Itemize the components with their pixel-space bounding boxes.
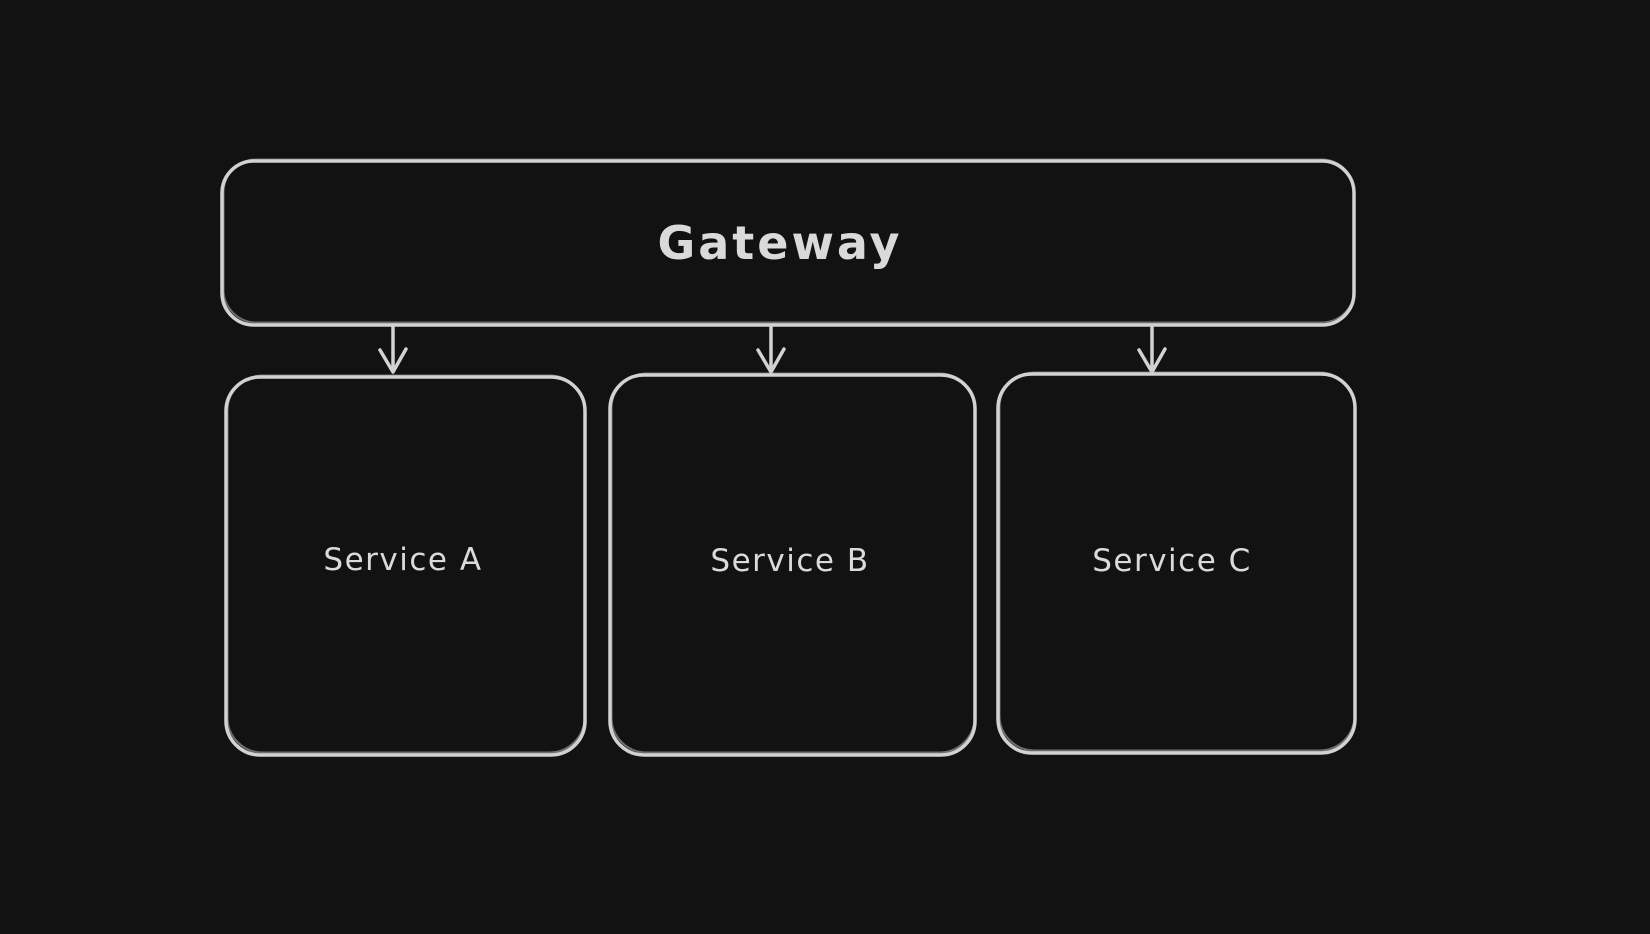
edge-gateway-service-b[interactable] — [756, 325, 786, 374]
node-service-a[interactable]: Service A — [224, 374, 587, 757]
service-c-label: Service C — [1092, 543, 1252, 579]
edge-a-arrowhead-icon — [378, 347, 408, 374]
gateway-label: Gateway — [657, 216, 902, 270]
service-a-label: Service A — [323, 542, 482, 578]
node-gateway[interactable]: Gateway — [220, 158, 1356, 327]
service-b-label: Service B — [710, 543, 869, 579]
service-a-box[interactable] — [224, 375, 587, 757]
service-b-box[interactable] — [608, 373, 977, 757]
edge-b-arrowhead-icon — [756, 347, 786, 374]
gateway-box[interactable] — [220, 159, 1356, 327]
node-service-c[interactable]: Service C — [996, 371, 1357, 755]
service-c-box[interactable] — [996, 372, 1357, 755]
node-service-b[interactable]: Service B — [608, 372, 977, 757]
edge-gateway-service-a[interactable] — [378, 325, 408, 374]
